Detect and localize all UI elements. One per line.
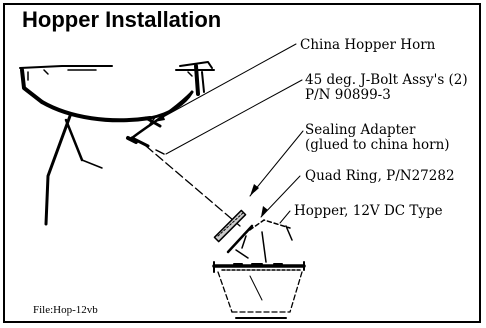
china-bowl-drawing xyxy=(19,61,215,226)
sealing-adapter-drawing xyxy=(213,209,247,243)
callout-hopper: Hopper, 12V DC Type xyxy=(294,203,443,219)
leader-lines xyxy=(153,43,304,224)
callout-j-bolt-part-number: P/N 90899-3 xyxy=(305,87,391,103)
callout-sealing-adapter-note: (glued to china horn) xyxy=(305,137,450,153)
callout-china-hopper-horn: China Hopper Horn xyxy=(300,37,436,53)
hopper-drawing xyxy=(212,219,306,319)
callout-j-bolt: 45 deg. J-Bolt Assy's (2) xyxy=(305,72,468,88)
quad-ring-drawing xyxy=(226,224,254,254)
j-bolt-drawing xyxy=(126,115,165,155)
file-label: File:Hop-12vb xyxy=(33,304,98,316)
callout-sealing-adapter: Sealing Adapter xyxy=(305,122,416,138)
center-line xyxy=(145,145,241,227)
diagram-title: Hopper Installation xyxy=(22,7,222,32)
callout-quad-ring: Quad Ring, P/N27282 xyxy=(305,168,455,184)
leader-arrowheads xyxy=(154,114,268,217)
